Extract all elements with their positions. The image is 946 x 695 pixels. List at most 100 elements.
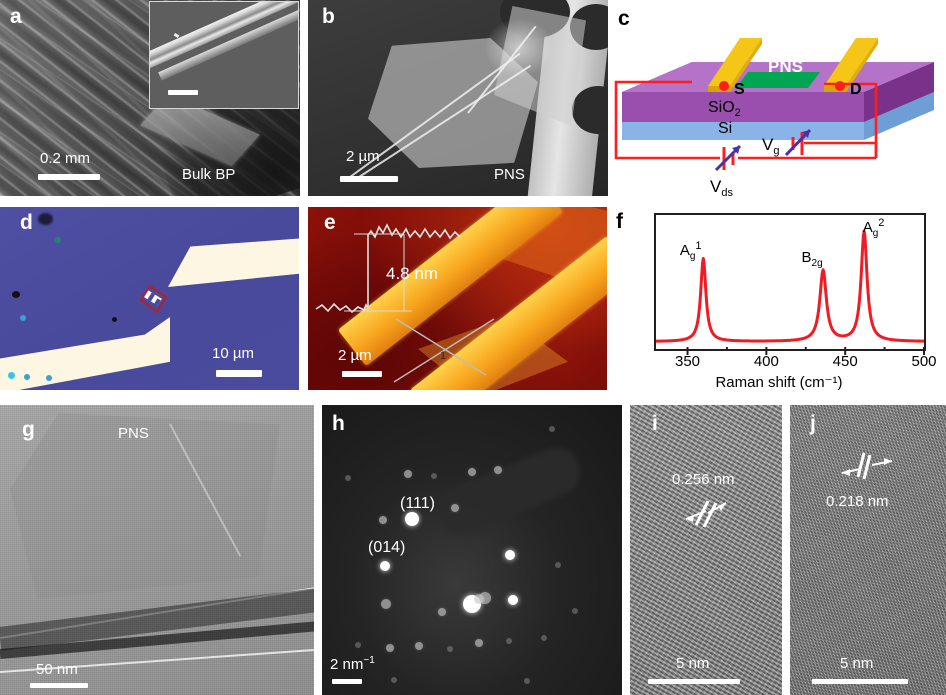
diffraction-spot [391,677,397,683]
optical-defect [12,291,20,298]
panel-g-scalebar [30,683,88,688]
panel-b-sem-pns: b 2 µm PNS [308,0,608,196]
vds-label: Vds [710,177,733,199]
panel-b-scalebar-label: 2 µm [346,148,380,165]
diffraction-spot [431,473,437,479]
device-schematic-svg: S D PNS SiO2 Si Vds Vg [614,38,934,199]
panel-g-caption: PNS [118,425,149,442]
diffraction-spot [386,644,394,652]
panel-d-optical-image: d 10 µm [0,207,299,390]
panel-label-j: j [810,412,816,435]
source-electrode-side [730,38,762,92]
source-label: S [734,81,745,98]
panel-j-spacing-label: 0.218 nm [826,493,889,510]
diffraction-spot [555,562,561,568]
optical-defect [20,315,26,321]
afm-height-label: 4.8 nm [386,264,438,283]
diffraction-spot [380,561,390,571]
si-layer-front [622,122,864,140]
panel-label-b: b [322,5,335,28]
panel-label-f: f [616,210,623,233]
raman-x-axis-ticks [686,347,925,355]
sio2-layer-front [622,92,864,122]
vds-arrow-head [732,146,740,154]
drain-contact-dot [835,81,845,91]
optical-defect [38,213,53,225]
saed-index-014: (014) [368,539,406,556]
panel-a-scalebar [38,174,100,180]
panel-j-hrtem-image: j 0.218 nm 5 nm [790,405,946,695]
tem-sheet-region [10,413,280,600]
diffraction-spot [505,550,515,560]
panel-a-caption: Bulk BP [182,166,236,183]
panel-i-scalebar-label: 5 nm [676,655,710,672]
hrtem-lattice-texture [630,405,782,695]
pns-label: PNS [768,57,803,76]
hrtem-noise [630,405,782,695]
optical-defect [8,372,15,379]
hrtem-lattice-texture [790,405,946,695]
x-tick-label: 400 [753,353,779,370]
vg-label: Vg [762,135,779,157]
panel-h-scalebar-label: 2 nm−1 [330,655,375,673]
lattice-spacing-marker [841,452,893,480]
gate-wire [804,141,878,158]
panel-i-hrtem-image: i 0.256 nm 5 nm [630,405,782,695]
panel-d-scalebar-label: 10 µm [212,345,254,362]
pns-channel [736,72,820,88]
panel-j-scalebar-label: 5 nm [840,655,874,672]
x-tick-label: 450 [832,353,858,370]
panel-g-tem-image: g PNS 50 nm [0,405,314,695]
panel-c-device-schematic: c [612,0,946,200]
lattice-spacing-marker [685,500,727,528]
vg-arrow-head [802,130,810,138]
panel-a-inset [149,1,299,109]
panel-e-afm-image: e 4.8 nm 1 2 µm [308,207,607,390]
afm-profile-marker: 1 [440,350,447,362]
profile-section-line-b [393,318,495,383]
diffraction-spot [474,594,484,604]
raman-peak-label-Ag1: Ag1 [679,239,702,262]
diffraction-spot [405,512,419,526]
diffraction-spot [475,639,483,647]
panel-i-scalebar [648,679,740,684]
diffraction-spot [541,635,547,641]
panel-label-i: i [652,412,658,435]
source-circuit-wire [614,80,720,160]
drain-electrode-side [846,38,878,92]
inset-scalebar [168,90,198,95]
panel-label-g: g [22,418,35,441]
si-label: Si [718,120,732,137]
panel-b-scalebar [340,176,398,182]
flake-marker [139,284,168,314]
panel-b-caption: PNS [494,166,525,183]
diffraction-spot [524,678,530,684]
drain-label: D [850,81,862,98]
panel-h-scalebar [332,679,362,684]
panel-label-d: d [20,211,33,234]
raman-curve-svg [654,229,926,343]
diffraction-spot [451,504,459,512]
panel-e-scalebar-label: 2 µm [338,347,372,364]
inset-crystal-rod [150,2,298,72]
sio2-layer-side [864,62,934,122]
panel-j-scalebar [812,679,908,684]
panel-a-sem-bulk-bp: a 0.2 mm Bulk BP [0,0,300,196]
raman-peak-label-Ag2: Ag2 [862,217,885,240]
diffraction-spot [404,470,412,478]
grid-hole [572,86,608,134]
diffraction-spot [572,608,578,614]
diffraction-spot [506,638,512,644]
sio2-label: SiO2 [708,99,741,119]
diffraction-spot [468,468,476,476]
optical-defect [24,374,30,380]
diffraction-spot [381,599,391,609]
diffraction-spot [379,516,387,524]
panel-g-scalebar-label: 50 nm [36,661,78,678]
diffraction-spot [494,466,502,474]
panel-h-scalebar-text: 2 nm [330,656,364,673]
diffraction-spot [508,595,518,605]
profile-trace-high [367,223,461,308]
panel-e-scalebar [342,371,382,377]
